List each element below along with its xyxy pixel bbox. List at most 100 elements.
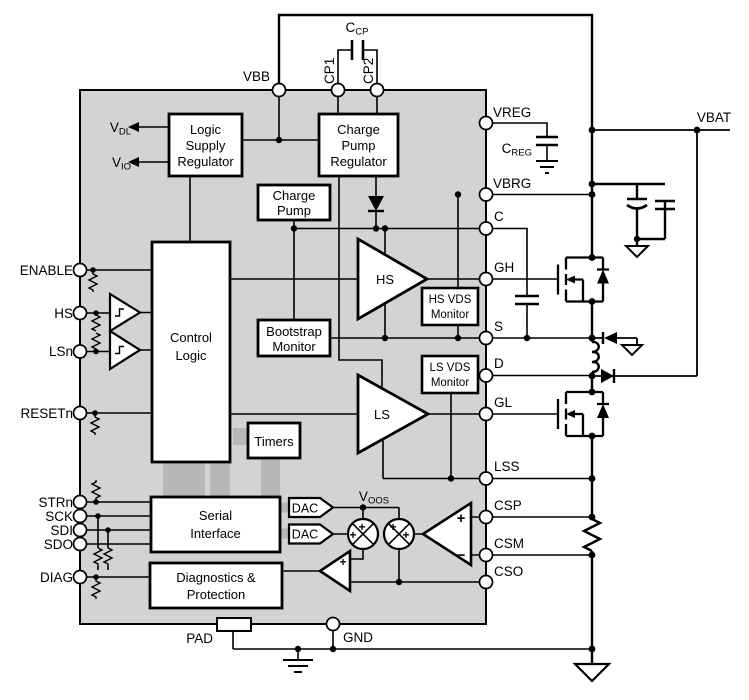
- d-label: D: [494, 356, 504, 371]
- diagnostics-protection-block: [148, 561, 284, 610]
- bulk-capacitor-polarized: [626, 197, 648, 210]
- c-label: C: [494, 209, 504, 224]
- sum1-plus-top: +: [358, 520, 365, 534]
- pin-strn: [72, 494, 88, 510]
- pin-d: [478, 368, 494, 383]
- cp-line1: Charge: [273, 188, 316, 203]
- lsn-label: LSn: [49, 344, 73, 359]
- pin-cso: [478, 574, 494, 590]
- pin-csp: [478, 509, 494, 525]
- ccp-capacitor: [350, 40, 365, 60]
- pin-lsn: [72, 344, 88, 359]
- lsn-schmitt-buffer: [108, 329, 143, 371]
- bulk-capacitor-ceramic: [655, 199, 675, 211]
- timers-block: [246, 421, 302, 460]
- ccp-label: CCP: [346, 20, 369, 38]
- sdi-label: SDI: [50, 523, 73, 538]
- cp-line2: Pump: [277, 203, 311, 218]
- pad-ground: [283, 659, 313, 673]
- regulator-outputs: [128, 122, 169, 167]
- vbb-label: VBB: [243, 69, 270, 84]
- pin-gh: [478, 271, 494, 287]
- vio-label: VIO: [112, 155, 131, 173]
- serial-line1: Serial: [199, 508, 232, 523]
- sum2-plus-top: +: [389, 520, 396, 534]
- serial-line2: Interface: [190, 526, 241, 541]
- pin-gnd: [325, 616, 341, 632]
- csm-label: CSM: [494, 536, 524, 551]
- hs-gate-driver-amp: [356, 236, 430, 322]
- thermal-pad: [216, 617, 252, 632]
- pin-lss: [478, 471, 494, 486]
- pin-csm: [478, 547, 494, 563]
- hs-label: HS: [54, 306, 73, 321]
- bootstrap-line1: Bootstrap: [266, 324, 322, 339]
- lsvds-line1: LS VDS: [430, 362, 471, 374]
- charge-pump-regulator-block: [317, 112, 400, 178]
- cpr-line2: Pump: [342, 138, 376, 153]
- freewheel-diode: [601, 332, 617, 344]
- pin-hs: [72, 305, 88, 321]
- csamp-minus: −: [457, 547, 466, 564]
- capacitors: [350, 40, 675, 306]
- hysteresis-icon: [115, 345, 124, 355]
- function-blocks: [148, 112, 480, 610]
- resetn-label: RESETn: [20, 406, 73, 421]
- cpr-diode: [368, 196, 384, 213]
- pad-label: PAD: [186, 631, 213, 646]
- pin-gl: [478, 406, 494, 422]
- hs-schmitt-buffer: [108, 292, 143, 333]
- sense-resistor: [581, 517, 603, 553]
- bootstrap-monitor-block: [256, 318, 332, 358]
- vreg-label: VREG: [493, 105, 531, 120]
- timers-label: Timers: [254, 434, 294, 449]
- creg-ground: [536, 160, 558, 174]
- bus-controllogic-serial-2: [210, 462, 230, 497]
- s-label: S: [494, 319, 503, 334]
- pin-diag: [72, 569, 88, 585]
- gh-label: GH: [494, 260, 514, 275]
- cpr-line3: Regulator: [330, 154, 387, 169]
- hs-body-diode: [597, 269, 609, 284]
- lss-label: LSS: [494, 459, 520, 474]
- high-side-mosfet: [556, 256, 609, 303]
- pin-cp2: [369, 82, 385, 98]
- hs-driver-label: HS: [376, 272, 394, 287]
- enable-pull-resistor: [87, 270, 99, 292]
- gnd-label: GND: [343, 630, 373, 645]
- pin-terminals: [72, 82, 494, 632]
- current-sense-amp: [420, 500, 473, 568]
- comparator-plus: +: [339, 555, 346, 569]
- dac1-block: [287, 496, 335, 519]
- ls-driver-label: LS: [374, 407, 390, 422]
- bus-timers-serial: [261, 457, 280, 497]
- amplifiers: [108, 236, 473, 594]
- hsvds-line1: HS VDS: [429, 294, 472, 306]
- comparator: [317, 548, 352, 594]
- dac1-label: DAC: [292, 502, 318, 516]
- pin-vbb: [271, 82, 287, 98]
- cpr-line1: Charge: [337, 122, 380, 137]
- pin-cp1: [330, 82, 346, 98]
- hsvds-line2: Monitor: [431, 309, 470, 321]
- pin-vreg: [478, 115, 494, 131]
- pin-sdo: [72, 536, 88, 552]
- strn-pull-resistor: [90, 480, 102, 502]
- bus-serial-dac2: [280, 528, 289, 539]
- return-diode: [601, 369, 616, 383]
- bootstrap-line2: Monitor: [272, 339, 316, 354]
- cso-label: CSO: [494, 564, 523, 579]
- bus-serial-dac1: [280, 502, 289, 513]
- hs-vds-monitor-block: [420, 286, 480, 327]
- pin-resetn: [72, 405, 88, 421]
- pin-vbrg: [478, 187, 494, 202]
- dac2-block: [287, 523, 335, 545]
- pin-sck: [72, 508, 88, 524]
- vio-arrow: [128, 157, 139, 167]
- main-ground: [572, 662, 612, 683]
- csp-label: CSP: [494, 498, 522, 513]
- grounds: [283, 160, 651, 683]
- creg-label: CREG: [502, 141, 532, 159]
